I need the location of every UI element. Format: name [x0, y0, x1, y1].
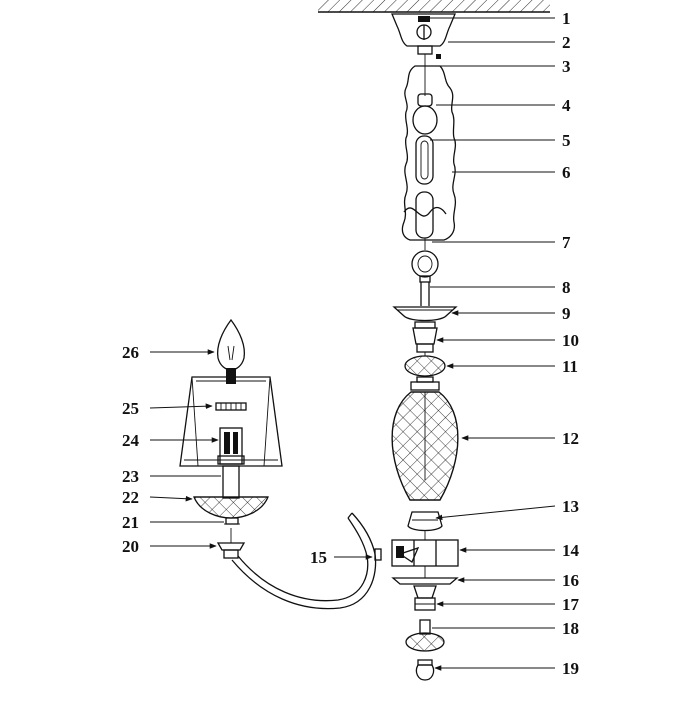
label-6: 6 — [562, 163, 571, 182]
label-17: 17 — [562, 595, 580, 614]
drip-bowl — [193, 496, 269, 519]
label-22: 22 — [122, 488, 139, 507]
label-19: 19 — [562, 659, 579, 678]
upper-crystal-bead — [404, 355, 446, 377]
shade-holder-ring — [215, 402, 247, 411]
top-dish — [392, 306, 458, 322]
candle-tube — [222, 465, 240, 499]
bulb-socket — [217, 427, 245, 465]
glass-body — [391, 376, 459, 501]
label-3: 3 — [562, 57, 571, 76]
label-26: 26 — [122, 343, 139, 362]
label-10: 10 — [562, 331, 579, 350]
label-20: 20 — [122, 537, 139, 556]
ceiling — [318, 0, 550, 13]
top-loop — [411, 250, 439, 283]
lamp-shade — [179, 376, 283, 467]
label-16: 16 — [562, 571, 579, 590]
label-18: 18 — [562, 619, 579, 638]
label-13: 13 — [562, 497, 579, 516]
finial-rod — [419, 619, 431, 635]
lower-coupling — [413, 585, 437, 611]
label-9: 9 — [562, 304, 571, 323]
chain — [403, 66, 447, 250]
finial-drop — [415, 659, 435, 681]
curved-arm — [231, 512, 382, 610]
label-7: 7 — [562, 233, 571, 252]
label-8: 8 — [562, 278, 571, 297]
label-11: 11 — [562, 357, 578, 376]
arm-collar — [216, 528, 246, 559]
canopy-collar — [417, 45, 441, 66]
label-1: 1 — [562, 9, 571, 28]
label-2: 2 — [562, 33, 571, 52]
label-14: 14 — [562, 541, 580, 560]
label-12: 12 — [562, 429, 579, 448]
leader-lines — [149, 17, 556, 671]
lower-plate — [391, 566, 459, 585]
lower-crystal-bead — [405, 632, 445, 652]
label-23: 23 — [122, 467, 139, 486]
part-number-labels: 1 2 3 4 5 6 7 8 9 10 11 12 13 14 15 16 1… — [122, 9, 580, 678]
label-4: 4 — [562, 96, 571, 115]
arm-nut — [224, 517, 240, 525]
lower-cup — [407, 511, 443, 532]
label-5: 5 — [562, 131, 571, 150]
label-25: 25 — [122, 399, 139, 418]
upper-coupling — [412, 321, 438, 356]
ceiling-canopy — [391, 13, 456, 47]
label-15: 15 — [310, 548, 327, 567]
label-21: 21 — [122, 513, 139, 532]
junction-box — [391, 530, 459, 567]
candle-bulb — [216, 318, 246, 384]
central-rod — [420, 282, 430, 306]
chain-cover-sleeve — [401, 65, 457, 241]
label-24: 24 — [122, 431, 140, 450]
